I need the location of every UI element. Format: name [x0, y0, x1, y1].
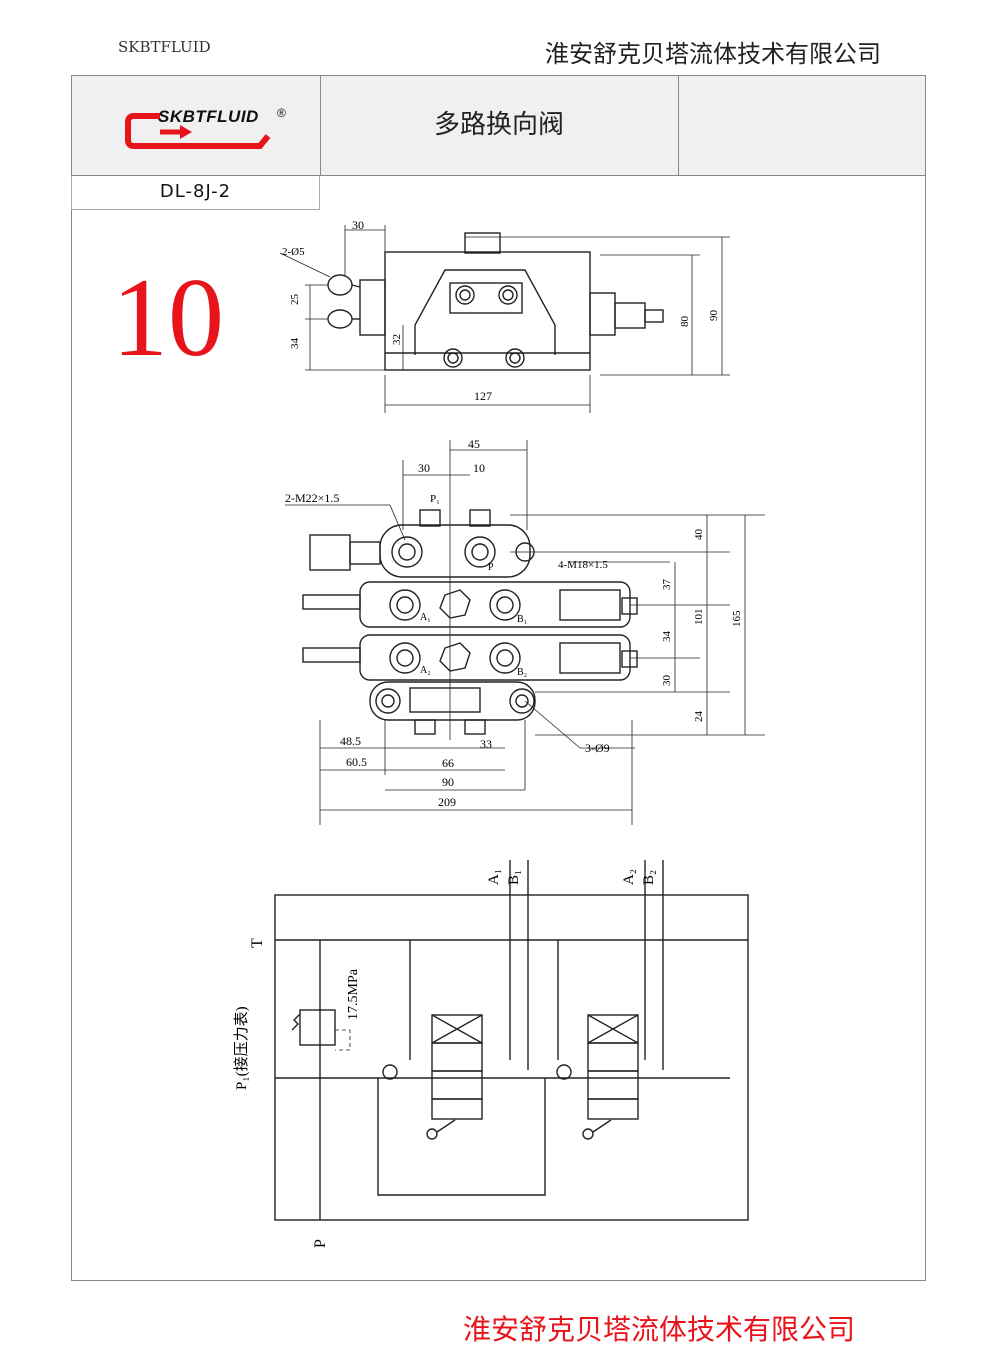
page-number: 10 [112, 256, 224, 380]
dim-101: 101 [693, 609, 705, 626]
dim-thread-small: 4-M18×1.5 [558, 559, 608, 571]
logo-text: SKBTFLUID [158, 107, 259, 126]
company-logo [125, 113, 271, 149]
port-b2-label: B₂ [517, 667, 527, 678]
brand-name-top: SKBTFLUID [118, 38, 211, 56]
schematic-port-p: P [312, 1239, 329, 1248]
dim-48-5: 48.5 [340, 734, 361, 748]
title-divider-2 [678, 75, 679, 176]
dim-127: 127 [474, 389, 492, 403]
schematic-port-b1: B₁ [506, 870, 522, 885]
port-p-label: P [488, 562, 494, 573]
model-number: DL-8J-2 [159, 181, 232, 202]
schematic-port-t: T [249, 938, 266, 948]
company-name-bottom: 淮安舒克贝塔流体技术有限公司 [463, 1313, 856, 1346]
logo-arrow-head [180, 125, 192, 139]
schematic-port-a2: A₂ [621, 869, 637, 885]
title-block-header [71, 75, 926, 176]
dim-34-vert: 34 [661, 631, 673, 643]
dim-209: 209 [438, 795, 456, 809]
dim-30-top: 30 [418, 461, 430, 475]
model-cell [71, 176, 320, 210]
front-view-drawing: 45 30 10 2-M22×1.5 4-M18×1.5 P₁ P A₁ B₁ … [285, 437, 765, 825]
dim-90: 90 [708, 310, 720, 322]
logo-registered-mark: ® [277, 106, 286, 120]
product-title: 多路换向阀 [433, 110, 564, 140]
hydraulic-schematic: A₁ B₁ A₂ B₂ T P P₁(接压力表) 17.5MPa [233, 860, 749, 1248]
title-divider-1 [320, 75, 321, 176]
dim-32: 32 [391, 334, 403, 345]
dim-165: 165 [731, 610, 743, 627]
port-b1-label: B₁ [517, 614, 527, 625]
schematic-gauge-label: P₁(接压力表) [233, 1006, 250, 1090]
company-name-top: 淮安舒克贝塔流体技术有限公司 [545, 40, 881, 68]
dim-holes-front: 3-Ø9 [585, 741, 610, 755]
dim-holes: 2-Ø5 [282, 246, 305, 258]
dim-37: 37 [661, 579, 673, 591]
dim-40: 40 [693, 529, 705, 541]
schematic-port-b2: B₂ [641, 870, 657, 885]
dim-60-5: 60.5 [346, 755, 367, 769]
schematic-relief-setting: 17.5MPa [346, 968, 361, 1020]
dim-80: 80 [679, 316, 691, 328]
schematic-port-a1: A₁ [486, 869, 502, 885]
dim-33: 33 [480, 737, 492, 751]
dim-66: 66 [442, 756, 454, 770]
port-p1-label: P₁ [430, 493, 440, 505]
dim-30-vert: 30 [661, 675, 673, 687]
dim-25: 25 [289, 294, 301, 306]
dim-10: 10 [473, 461, 485, 475]
top-view-drawing: 30 2-Ø5 25 34 32 127 80 90 [279, 218, 730, 413]
dim-24: 24 [693, 711, 705, 723]
dim-34: 34 [289, 338, 301, 350]
port-a2-label: A₂ [420, 665, 431, 676]
port-a1-label: A₁ [420, 612, 431, 623]
dim-thread-large: 2-M22×1.5 [285, 491, 339, 505]
logo-swoosh [125, 113, 271, 149]
dim-90-front: 90 [442, 775, 454, 789]
dim-30: 30 [352, 218, 364, 232]
dim-45: 45 [468, 437, 480, 451]
